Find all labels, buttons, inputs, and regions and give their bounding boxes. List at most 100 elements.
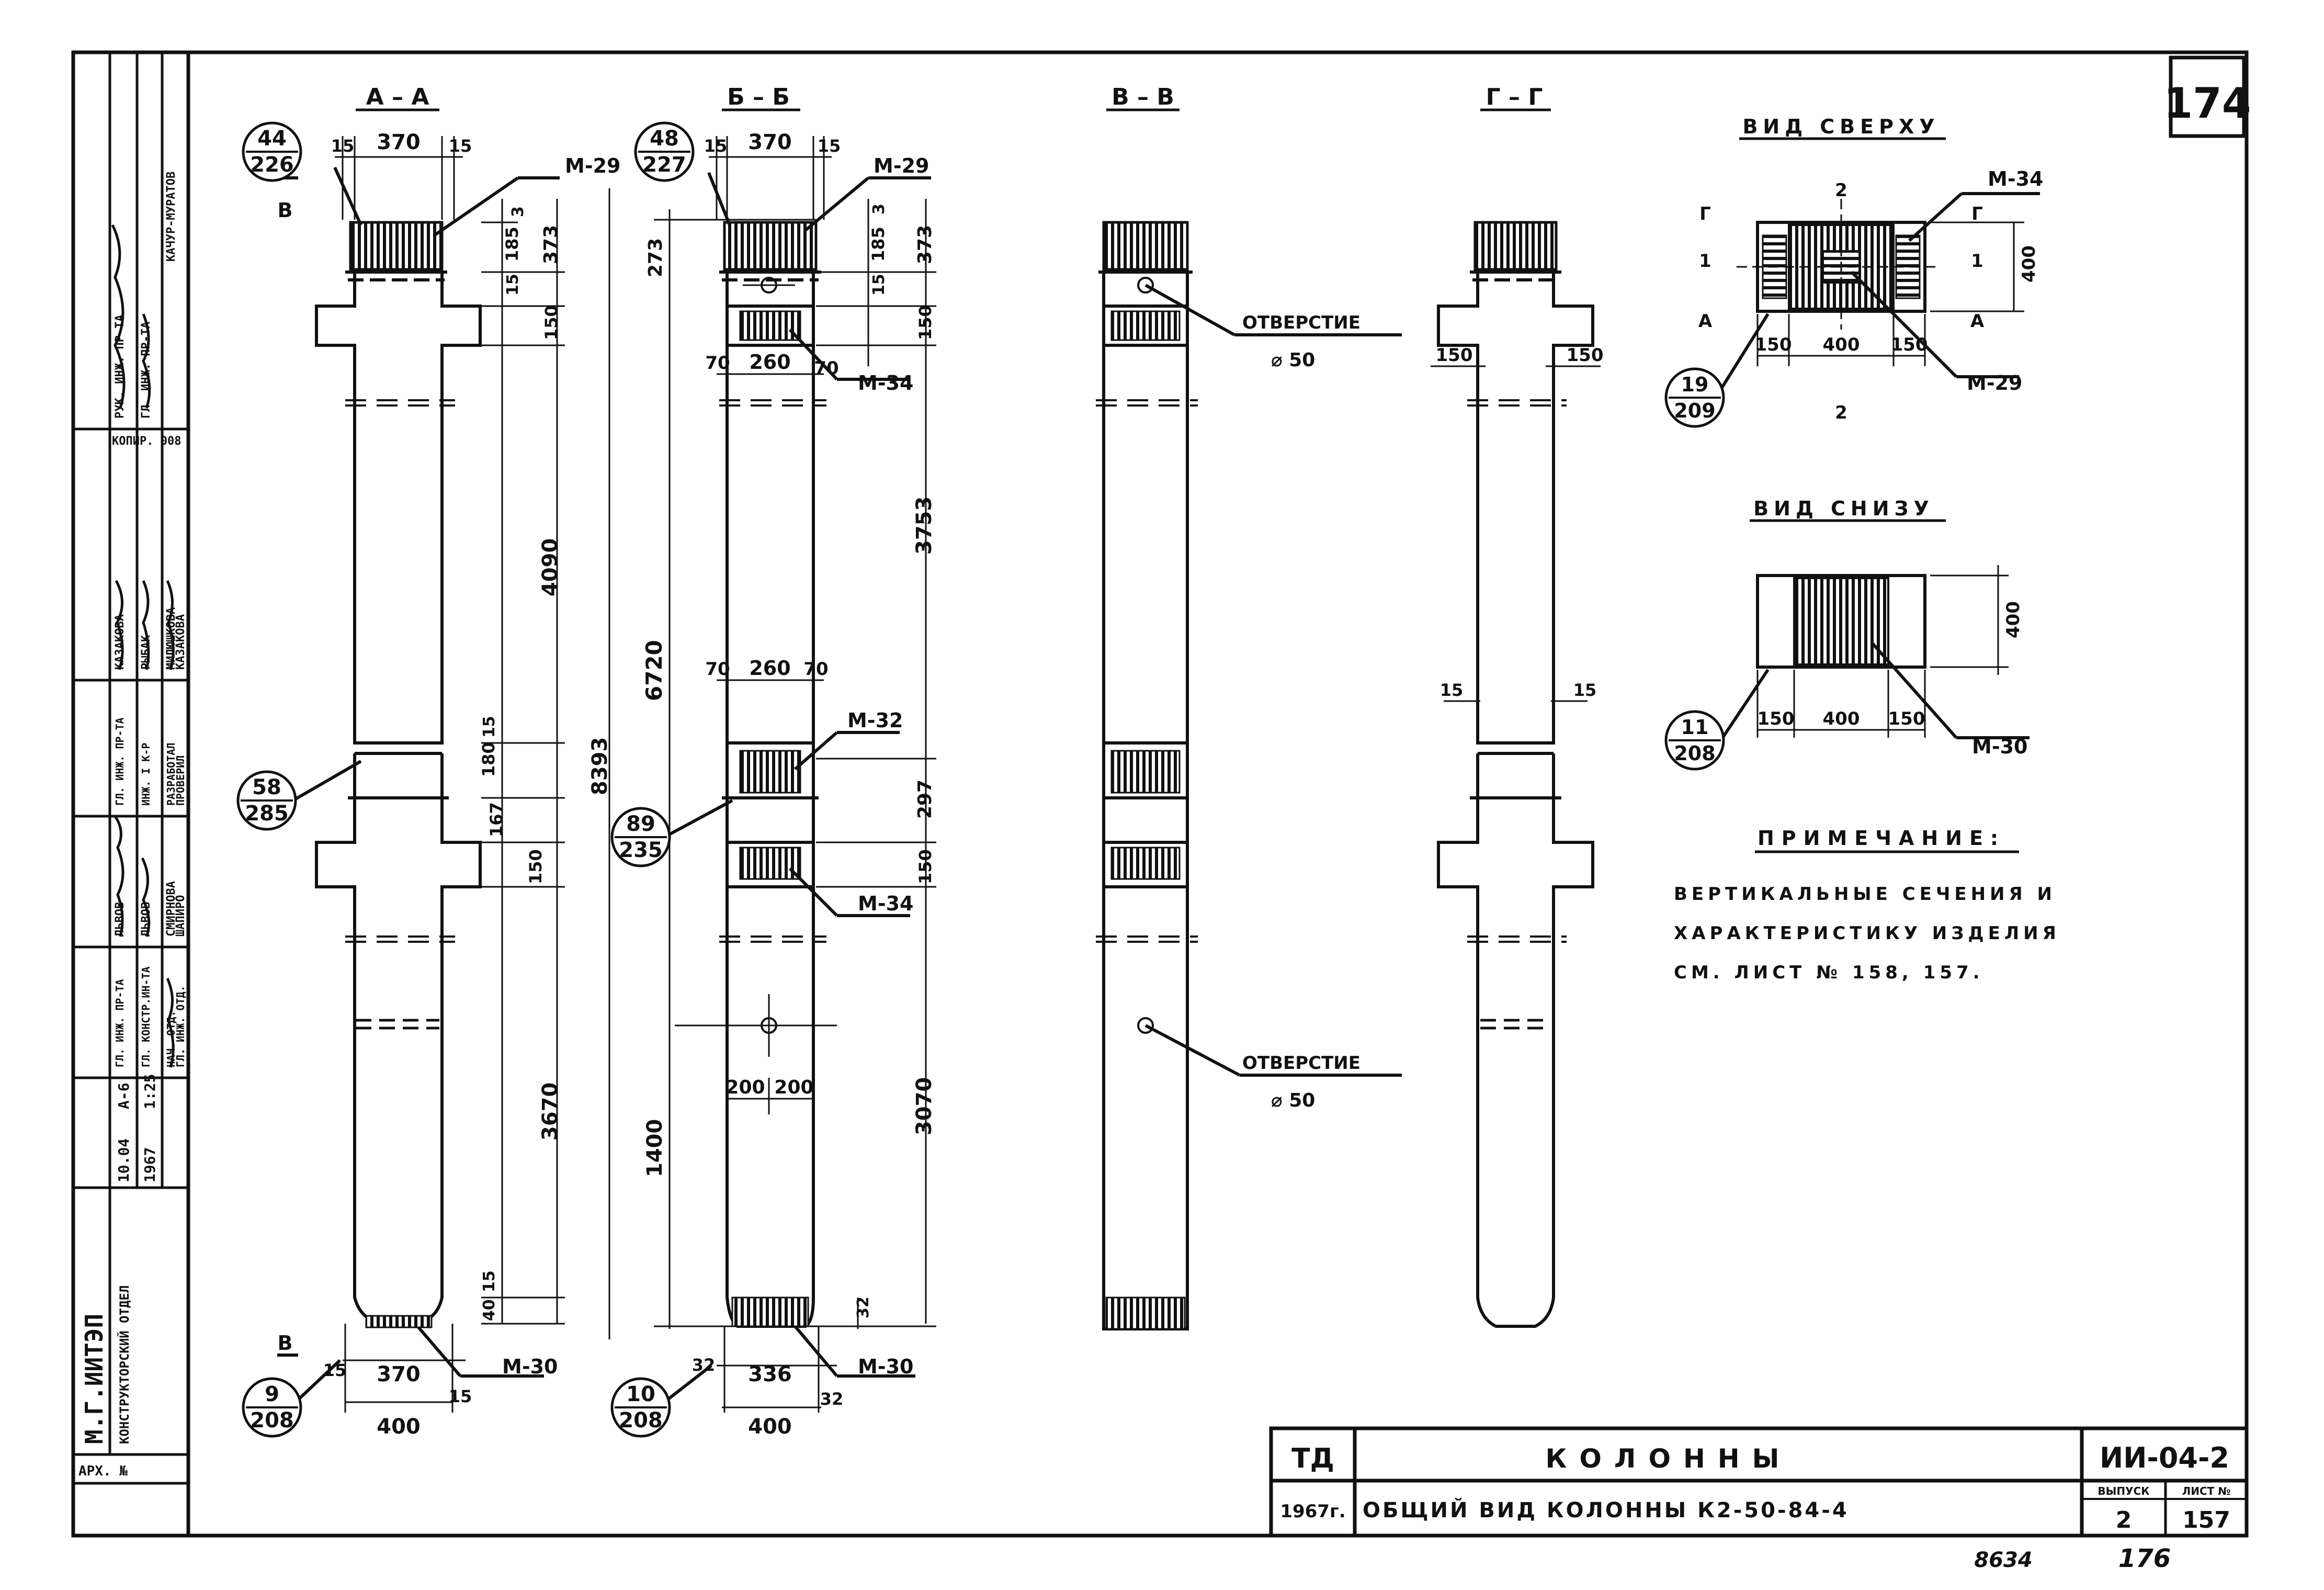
bottom-view xyxy=(1719,565,2030,741)
svg-text:40: 40 xyxy=(480,1299,498,1321)
svg-text:185: 185 xyxy=(868,227,888,262)
left-stamp-text: М.Г.ИИТЭП КОНСТРУКТОРСКИЙ ОТДЕЛ 10.04 19… xyxy=(78,172,187,1479)
svg-text:370: 370 xyxy=(377,1362,421,1386)
svg-text:70: 70 xyxy=(705,353,730,374)
svg-text:15: 15 xyxy=(323,1360,347,1380)
svg-text:285: 285 xyxy=(245,802,289,826)
svg-text:3: 3 xyxy=(870,204,888,215)
svg-text:М.Г.ИИТЭП: М.Г.ИИТЭП xyxy=(80,1314,108,1444)
svg-text:М-29: М-29 xyxy=(1967,371,2022,394)
svg-text:9: 9 xyxy=(265,1382,279,1406)
svg-text:ШАПИРО: ШАПИРО xyxy=(174,895,187,937)
column-aa-labels: 44 226 В 58 285 9 208 В 15 370 15 15 370… xyxy=(236,121,620,1439)
svg-text:ОТВЕРСТИЕ: ОТВЕРСТИЕ xyxy=(1242,312,1361,333)
svg-text:32: 32 xyxy=(692,1355,716,1375)
svg-text:ТД: ТД xyxy=(1291,1443,1334,1474)
svg-text:370: 370 xyxy=(377,130,421,154)
svg-text:СМ. ЛИСТ № 158, 157.: СМ. ЛИСТ № 158, 157. xyxy=(1674,962,1984,983)
svg-text:150: 150 xyxy=(1758,708,1795,729)
bottom-view-labels: ВИД СНИЗУ 11 208 150 400 150 400 М-30 xyxy=(1664,497,2027,771)
left-stamp xyxy=(73,52,188,1485)
svg-text:70: 70 xyxy=(803,659,828,680)
svg-text:157: 157 xyxy=(2182,1507,2230,1533)
svg-text:336: 336 xyxy=(748,1362,792,1386)
svg-text:19: 19 xyxy=(1681,373,1709,396)
svg-text:2: 2 xyxy=(1835,402,1847,423)
svg-text:10.04: 10.04 xyxy=(115,1138,132,1182)
svg-text:400: 400 xyxy=(748,1415,792,1439)
svg-text:227: 227 xyxy=(642,153,686,177)
svg-text:1: 1 xyxy=(1971,251,1983,272)
svg-text:М-30: М-30 xyxy=(1972,735,2027,758)
svg-text:150: 150 xyxy=(541,305,561,340)
svg-text:10: 10 xyxy=(626,1382,655,1406)
svg-text:15: 15 xyxy=(449,1386,472,1406)
svg-text:70: 70 xyxy=(705,659,730,680)
svg-text:М-30: М-30 xyxy=(858,1355,913,1378)
svg-text:Г: Г xyxy=(1971,204,1983,224)
svg-text:89: 89 xyxy=(626,812,655,836)
column-aa xyxy=(277,136,610,1413)
svg-text:208: 208 xyxy=(250,1408,294,1433)
svg-text:ВИД СНИЗУ: ВИД СНИЗУ xyxy=(1753,497,1934,520)
svg-text:2: 2 xyxy=(1835,180,1847,201)
svg-text:373: 373 xyxy=(540,225,562,264)
svg-text:1967г.: 1967г. xyxy=(1280,1501,1345,1522)
svg-text:150: 150 xyxy=(1567,345,1604,366)
svg-text:48: 48 xyxy=(650,127,679,151)
svg-text:ХАРАКТЕРИСТИКУ ИЗДЕЛИЯ: ХАРАКТЕРИСТИКУ ИЗДЕЛИЯ xyxy=(1674,923,2060,944)
svg-text:Г – Г: Г – Г xyxy=(1486,84,1543,110)
svg-text:АРХ. №: АРХ. № xyxy=(78,1463,128,1479)
note-block: ПРИМЕЧАНИЕ: ВЕРТИКАЛЬНЫЕ СЕЧЕНИЯ И ХАРАК… xyxy=(1674,827,2060,983)
svg-text:ВЕРТИКАЛЬНЫЕ СЕЧЕНИЯ И: ВЕРТИКАЛЬНЫЕ СЕЧЕНИЯ И xyxy=(1674,884,2056,905)
svg-text:11: 11 xyxy=(1681,716,1709,739)
top-view xyxy=(1714,192,2040,399)
svg-text:3070: 3070 xyxy=(912,1077,936,1135)
svg-text:Б – Б: Б – Б xyxy=(727,84,790,110)
svg-text:235: 235 xyxy=(619,838,663,862)
signatures xyxy=(111,224,175,1068)
column-vv xyxy=(1096,221,1402,1330)
svg-text:400: 400 xyxy=(377,1415,421,1439)
svg-text:ОТВЕРСТИЕ: ОТВЕРСТИЕ xyxy=(1242,1053,1361,1074)
svg-text:В: В xyxy=(278,1332,293,1355)
svg-text:8393: 8393 xyxy=(588,737,612,795)
svg-text:ПРОВЕРИЛ: ПРОВЕРИЛ xyxy=(174,755,187,806)
svg-text:58: 58 xyxy=(252,775,281,799)
svg-text:ГЛ. ИНЖ. ПР-ТА: ГЛ. ИНЖ. ПР-ТА xyxy=(114,717,126,806)
svg-text:15: 15 xyxy=(480,716,498,738)
svg-text:70: 70 xyxy=(814,358,838,379)
svg-text:НАЧ. ОТД.: НАЧ. ОТД. xyxy=(165,1011,177,1067)
svg-text:167: 167 xyxy=(486,802,506,837)
svg-text:209: 209 xyxy=(1674,399,1715,422)
svg-text:32: 32 xyxy=(820,1389,844,1409)
svg-text:ЛИСТ №: ЛИСТ № xyxy=(2182,1485,2231,1497)
column-gg xyxy=(1431,221,1601,1328)
svg-text:44: 44 xyxy=(257,127,287,151)
svg-text:226: 226 xyxy=(250,153,294,177)
svg-text:150: 150 xyxy=(1891,334,1928,355)
svg-text:297: 297 xyxy=(914,780,936,819)
sheet-number: 174 xyxy=(2164,79,2251,128)
svg-text:Г: Г xyxy=(1699,204,1711,224)
svg-text:М-30: М-30 xyxy=(502,1355,558,1378)
column-bb-labels: 48 227 89 235 10 208 15 370 15 70 260 70… xyxy=(610,121,936,1439)
svg-text:400: 400 xyxy=(2003,601,2024,638)
svg-text:208: 208 xyxy=(1674,742,1715,765)
svg-text:6720: 6720 xyxy=(641,640,667,701)
svg-text:РАЗРАБОТАЛ: РАЗРАБОТАЛ xyxy=(165,743,177,806)
svg-text:15: 15 xyxy=(704,136,728,156)
svg-text:А: А xyxy=(1698,311,1713,332)
svg-text:ИИ-04-2: ИИ-04-2 xyxy=(2100,1441,2229,1474)
sheet-frame xyxy=(71,50,2249,1538)
svg-text:32: 32 xyxy=(854,1296,872,1318)
svg-text:15: 15 xyxy=(504,274,522,296)
svg-text:М-34: М-34 xyxy=(1988,167,2043,190)
svg-text:8634: 8634 xyxy=(1974,1548,2032,1572)
svg-text:ГЛ. ИНЖ. ОТД.: ГЛ. ИНЖ. ОТД. xyxy=(174,985,187,1067)
svg-text:ВЫПУСК: ВЫПУСК xyxy=(2098,1485,2150,1497)
svg-text:1:25: 1:25 xyxy=(141,1074,158,1109)
svg-text:150: 150 xyxy=(1755,334,1792,355)
svg-text:15: 15 xyxy=(1573,680,1597,700)
svg-text:373: 373 xyxy=(914,225,936,264)
